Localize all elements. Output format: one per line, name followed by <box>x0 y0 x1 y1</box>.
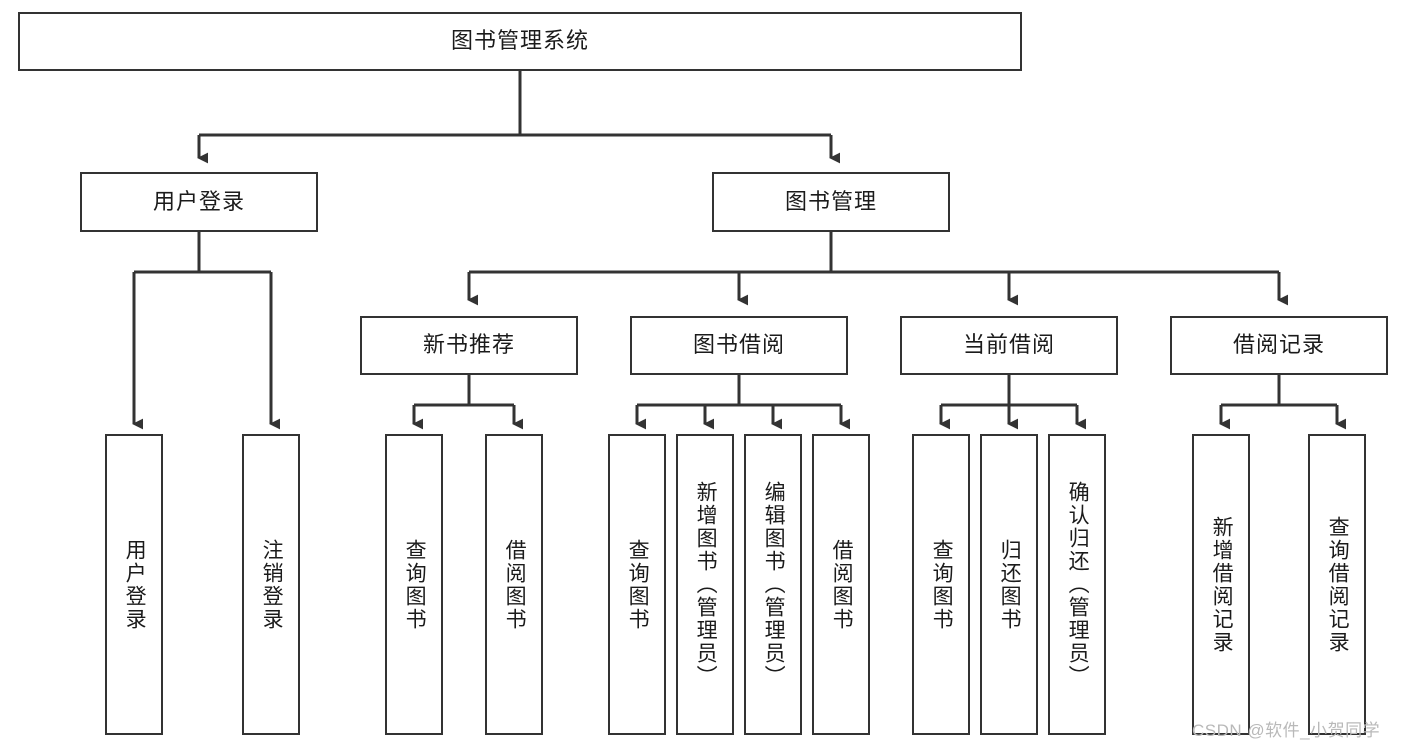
node-leaf-query-book-1-label: 查询图书 <box>403 538 427 631</box>
node-new-book-recommend-label: 新书推荐 <box>422 332 515 358</box>
node-leaf-borrow-book-2-label: 借阅图书 <box>830 538 854 631</box>
node-leaf-borrow-book-1[interactable]: 借阅图书 <box>485 434 543 735</box>
node-leaf-add-record-label: 新增借阅记录 <box>1210 515 1234 654</box>
node-leaf-add-book[interactable]: 新增图书（管理员） <box>676 434 734 735</box>
node-borrow-record-label: 借阅记录 <box>1232 332 1325 358</box>
node-leaf-user-login[interactable]: 用户登录 <box>105 434 163 735</box>
node-leaf-query-record-label: 查询借阅记录 <box>1326 515 1350 654</box>
node-leaf-edit-book-label: 编辑图书（管理员） <box>762 481 786 688</box>
node-leaf-confirm-return[interactable]: 确认归还（管理员） <box>1048 434 1106 735</box>
node-leaf-return-book-label: 归还图书 <box>998 538 1022 631</box>
node-user-login[interactable]: 用户登录 <box>80 172 318 232</box>
node-leaf-logout-login[interactable]: 注销登录 <box>242 434 300 735</box>
node-leaf-borrow-book-1-label: 借阅图书 <box>503 538 527 631</box>
node-book-borrow-label: 图书借阅 <box>692 332 785 358</box>
node-leaf-add-book-label: 新增图书（管理员） <box>694 481 718 688</box>
watermark-text: CSDN @软件_小贺同学 <box>1192 721 1381 740</box>
node-current-borrow[interactable]: 当前借阅 <box>900 316 1118 375</box>
node-leaf-edit-book[interactable]: 编辑图书（管理员） <box>744 434 802 735</box>
node-book-management-label: 图书管理 <box>784 188 877 214</box>
node-leaf-query-book-2-label: 查询图书 <box>626 538 650 631</box>
node-borrow-record[interactable]: 借阅记录 <box>1170 316 1388 375</box>
node-leaf-query-record[interactable]: 查询借阅记录 <box>1308 434 1366 735</box>
node-leaf-logout-login-label: 注销登录 <box>260 538 284 631</box>
node-root-label: 图书管理系统 <box>450 28 589 54</box>
node-leaf-borrow-book-2[interactable]: 借阅图书 <box>812 434 870 735</box>
node-current-borrow-label: 当前借阅 <box>962 332 1055 358</box>
node-leaf-query-book-1[interactable]: 查询图书 <box>385 434 443 735</box>
node-leaf-return-book[interactable]: 归还图书 <box>980 434 1038 735</box>
node-new-book-recommend[interactable]: 新书推荐 <box>360 316 578 375</box>
node-leaf-confirm-return-label: 确认归还（管理员） <box>1066 481 1090 688</box>
node-leaf-query-book-3-label: 查询图书 <box>930 538 954 631</box>
node-leaf-query-book-2[interactable]: 查询图书 <box>608 434 666 735</box>
node-leaf-add-record[interactable]: 新增借阅记录 <box>1192 434 1250 735</box>
node-leaf-user-login-label: 用户登录 <box>123 538 147 631</box>
node-book-management[interactable]: 图书管理 <box>712 172 950 232</box>
node-leaf-query-book-3[interactable]: 查询图书 <box>912 434 970 735</box>
node-user-login-label: 用户登录 <box>152 188 245 214</box>
node-book-borrow[interactable]: 图书借阅 <box>630 316 848 375</box>
node-root[interactable]: 图书管理系统 <box>18 12 1022 71</box>
